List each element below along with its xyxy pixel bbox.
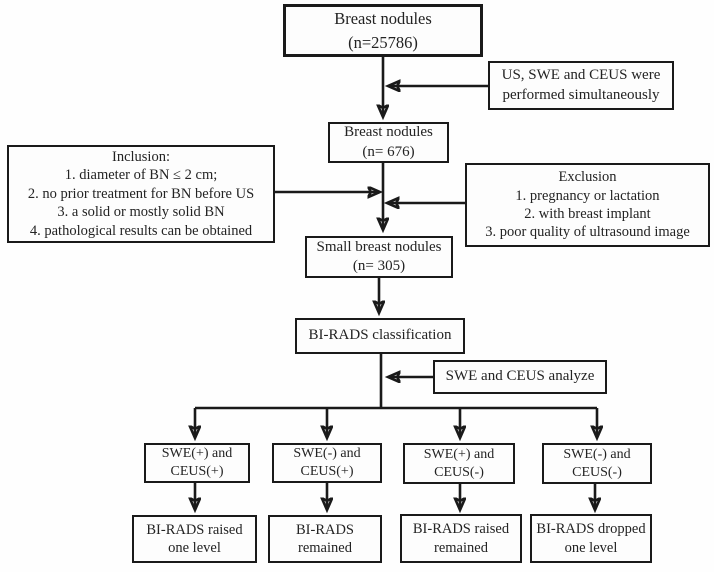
- node-simultaneous-note: US, SWE and CEUS were performed simultan…: [488, 61, 674, 110]
- branch-line: CEUS(-): [572, 464, 622, 480]
- node-title: Small breast nodules: [316, 238, 442, 255]
- node-title: Breast nodules: [334, 9, 432, 29]
- outcome-line: remained: [298, 540, 352, 556]
- node-count: (n=25786): [348, 32, 418, 52]
- outcome-line: BI-RADS: [295, 521, 354, 538]
- node-breast-nodules-total: Breast nodules (n=25786): [283, 4, 483, 57]
- node-branch-swe-pos-ceus-pos: SWE(+) and CEUS(+): [144, 443, 250, 483]
- note-line: SWE and CEUS analyze: [445, 368, 595, 385]
- outcome-line: remained: [434, 539, 488, 556]
- outcome-line: BI-RADS raised: [146, 521, 243, 538]
- node-title: Breast nodules: [344, 124, 433, 141]
- node-outcome-remained: BI-RADS remained: [268, 515, 382, 563]
- outcome-line: one level: [564, 539, 618, 556]
- criteria-item: 3. poor quality of ultrasound image: [485, 224, 690, 241]
- criteria-title: Inclusion:: [112, 148, 170, 165]
- node-count: (n= 676): [362, 143, 415, 160]
- branch-line: SWE(+) and: [423, 446, 495, 462]
- criteria-item: 3. a solid or mostly solid BN: [57, 204, 225, 221]
- node-outcome-dropped-one-level: BI-RADS dropped one level: [530, 514, 652, 563]
- criteria-item: 1. pregnancy or lactation: [515, 187, 660, 204]
- branch-line: CEUS(+): [170, 464, 224, 479]
- node-title: BI-RADS classification: [308, 327, 452, 344]
- node-outcome-raised-remained: BI-RADS raised remained: [400, 514, 522, 563]
- criteria-title: Exclusion: [558, 169, 617, 186]
- node-analyze-note: SWE and CEUS analyze: [433, 360, 607, 394]
- criteria-item: 4. pathological results can be obtained: [29, 222, 253, 239]
- node-inclusion-criteria: Inclusion: 1. diameter of BN ≤ 2 cm; 2. …: [7, 145, 275, 243]
- outcome-line: one level: [168, 540, 221, 556]
- node-breast-nodules-676: Breast nodules (n= 676): [328, 122, 449, 163]
- branch-line: SWE(-) and: [563, 446, 631, 462]
- criteria-item: 1. diameter of BN ≤ 2 cm;: [64, 167, 218, 184]
- node-birads-classification: BI-RADS classification: [295, 318, 465, 354]
- branch-line: SWE(-) and: [293, 446, 361, 462]
- node-exclusion-criteria: Exclusion 1. pregnancy or lactation 2. w…: [465, 163, 710, 247]
- node-count: (n= 305): [352, 258, 406, 274]
- note-line: US, SWE and CEUS were: [501, 67, 661, 84]
- note-line: performed simultaneously: [502, 86, 660, 103]
- node-branch-swe-neg-ceus-pos: SWE(-) and CEUS(+): [272, 443, 382, 483]
- node-branch-swe-pos-ceus-neg: SWE(+) and CEUS(-): [403, 443, 515, 484]
- outcome-line: BI-RADS dropped: [536, 521, 646, 538]
- node-small-breast-nodules: Small breast nodules (n= 305): [305, 236, 453, 278]
- node-branch-swe-neg-ceus-neg: SWE(-) and CEUS(-): [542, 443, 652, 484]
- branch-line: SWE(+) and: [161, 446, 233, 462]
- node-outcome-raised-one-level: BI-RADS raised one level: [132, 515, 257, 563]
- branch-line: CEUS(-): [434, 464, 484, 480]
- criteria-item: 2. with breast implant: [524, 206, 651, 222]
- outcome-line: BI-RADS raised: [412, 521, 510, 538]
- criteria-item: 2. no prior treatment for BN before US: [27, 185, 255, 202]
- branch-line: CEUS(+): [300, 464, 354, 479]
